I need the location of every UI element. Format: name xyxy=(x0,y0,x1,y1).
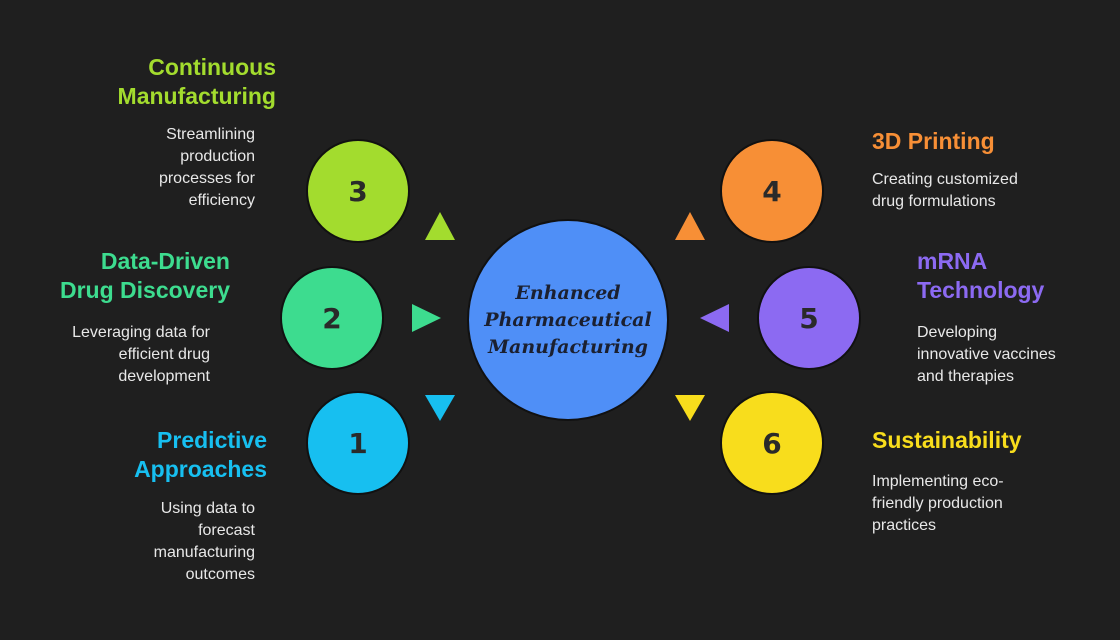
node-2: 2 xyxy=(280,266,384,370)
node-5-number: 5 xyxy=(799,301,819,335)
node-1: 1 xyxy=(306,391,410,495)
node-3-number: 3 xyxy=(348,174,368,208)
arrow-1 xyxy=(425,395,455,421)
node-2-number: 2 xyxy=(322,301,342,335)
item-1-title: Predictive Approaches xyxy=(134,427,267,482)
node-6: 6 xyxy=(720,391,824,495)
arrow-4 xyxy=(675,212,705,240)
arrow-5 xyxy=(700,304,729,332)
item-6-description: Implementing eco- friendly production pr… xyxy=(872,473,1004,534)
item-4-description: Creating customized drug formulations xyxy=(872,171,1018,210)
center-label: Enhanced Pharmaceutical Manufacturing xyxy=(484,281,652,358)
node-4: 4 xyxy=(720,139,824,243)
item-5-title: mRNA Technology xyxy=(917,248,1045,303)
node-3: 3 xyxy=(306,139,410,243)
arrow-2 xyxy=(412,304,441,332)
arrow-3 xyxy=(425,212,455,240)
item-6-title: Sustainability xyxy=(872,427,1022,453)
item-2-description: Leveraging data for efficient drug devel… xyxy=(72,324,210,385)
item-5-description: Developing innovative vaccines and thera… xyxy=(917,324,1056,385)
item-4-title: 3D Printing xyxy=(872,128,995,154)
item-1-description: Using data to forecast manufacturing out… xyxy=(153,500,255,583)
node-4-number: 4 xyxy=(762,174,782,208)
node-1-number: 1 xyxy=(348,426,368,460)
item-2-title: Data-Driven Drug Discovery xyxy=(59,248,230,303)
node-5: 5 xyxy=(757,266,861,370)
node-6-number: 6 xyxy=(762,426,782,460)
item-3-description: Streamlining production processes for ef… xyxy=(158,126,255,209)
arrow-6 xyxy=(675,395,705,421)
center-node: Enhanced Pharmaceutical Manufacturing xyxy=(467,219,669,421)
item-3-title: Continuous Manufacturing xyxy=(117,54,276,109)
